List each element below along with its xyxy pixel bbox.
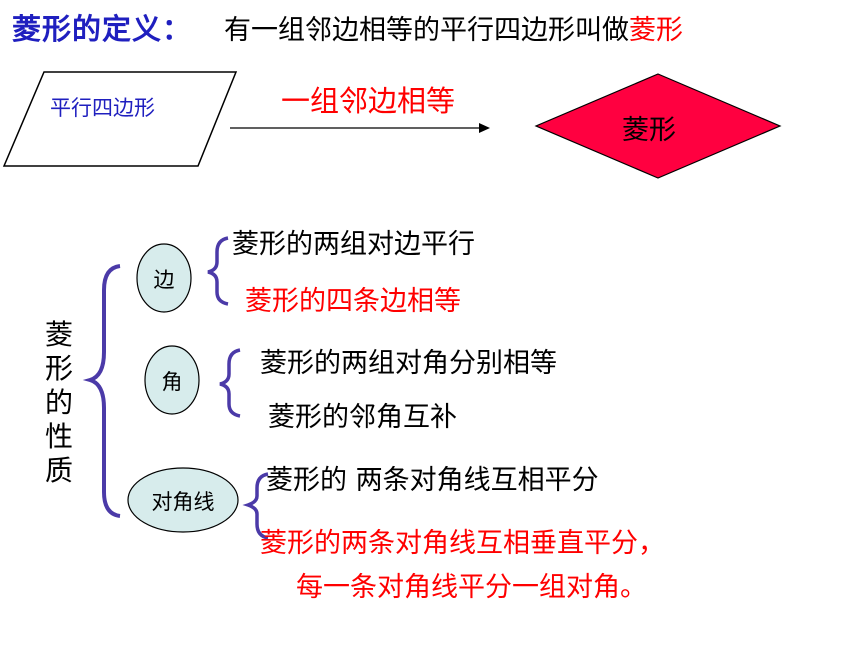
definition-heading: 菱形的定义：: [12, 6, 192, 48]
parallelogram-label: 平行四边形: [50, 96, 155, 120]
main-brace: [82, 264, 121, 518]
diagonal-property-perpendicular: 菱形的两条对角线互相垂直平分，: [260, 528, 665, 559]
edge-brace: [207, 236, 229, 306]
node-diagonal: [127, 467, 239, 533]
edge-property-parallel: 菱形的两组对边平行: [232, 229, 475, 260]
node-edge-label: 边: [153, 268, 175, 292]
properties-title-char: 性: [44, 420, 73, 453]
node-edge: [136, 243, 192, 313]
angle-property-supplementary: 菱形的邻角互补: [268, 402, 457, 433]
rhombus-label: 菱形: [622, 115, 676, 146]
diagonal-brace: [242, 472, 269, 540]
definition-body: 有一组邻边相等的平行四边形叫做: [224, 15, 629, 46]
definition-term: 菱形: [629, 15, 683, 46]
diagonal-property-angle-bisect: 每一条对角线平分一组对角。: [296, 572, 647, 603]
parallelogram-shape: [2, 71, 238, 167]
properties-title-char: 菱: [44, 318, 73, 351]
properties-title-char: 形: [44, 352, 73, 385]
angle-brace: [219, 348, 241, 418]
node-diagonal-label: 对角线: [151, 490, 215, 514]
properties-title: 菱 形 的 性 质: [42, 318, 76, 488]
arrow-head: [479, 123, 490, 133]
definition-heading-text: 菱形的定义: [12, 12, 163, 46]
rhombus-shape: [534, 73, 782, 179]
edge-property-equal: 菱形的四条边相等: [245, 286, 461, 317]
definition-colon: ：: [162, 12, 193, 46]
properties-title-char: 的: [44, 386, 73, 419]
diagonal-property-bisect: 菱形的 两条对角线互相平分: [266, 465, 599, 496]
node-angle-label: 角: [161, 370, 183, 394]
properties-title-char: 质: [44, 454, 73, 487]
condition-label: 一组邻边相等: [281, 84, 456, 118]
definition-text: 有一组邻边相等的平行四边形叫做菱形: [224, 8, 683, 47]
angle-property-equal: 菱形的两组对角分别相等: [260, 348, 557, 379]
node-angle: [144, 345, 200, 415]
